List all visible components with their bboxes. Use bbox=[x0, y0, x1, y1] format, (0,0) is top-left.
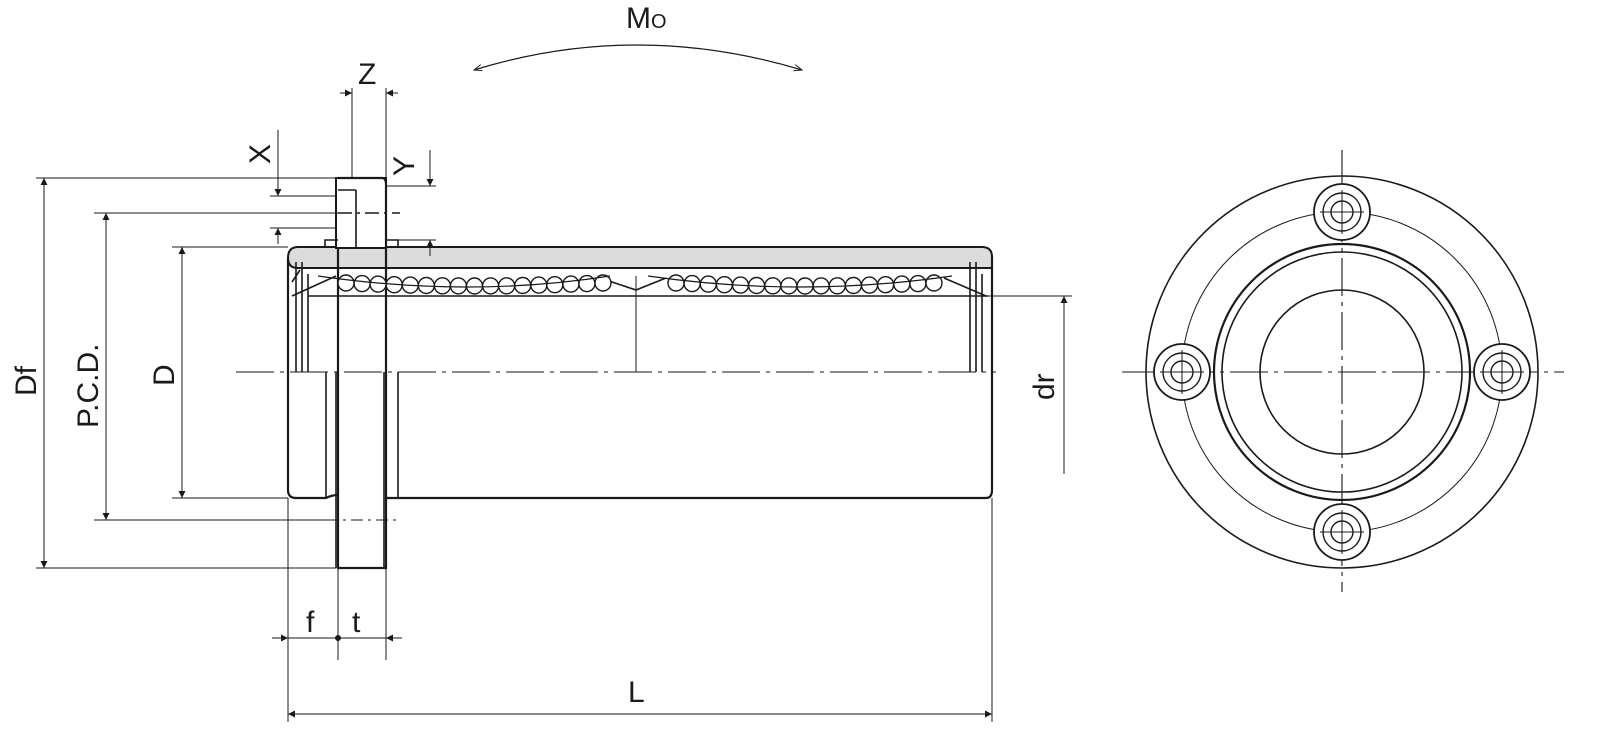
ball bbox=[764, 277, 782, 295]
side-view bbox=[236, 176, 996, 570]
dim-pcd-label: P.C.D. bbox=[72, 344, 105, 428]
ball bbox=[481, 277, 500, 295]
mounting-hole bbox=[1313, 183, 1371, 241]
dim-df-label: Df bbox=[10, 365, 43, 396]
dim-dr-label: dr bbox=[1028, 373, 1061, 400]
dim-l-label: L bbox=[628, 676, 645, 709]
moment-arrow bbox=[472, 44, 804, 72]
ball-track bbox=[317, 275, 953, 288]
ball bbox=[876, 276, 895, 294]
ball bbox=[667, 274, 685, 292]
ball bbox=[780, 277, 798, 295]
sleeve-section bbox=[286, 246, 993, 269]
moment-label: MO bbox=[626, 2, 667, 35]
ball bbox=[909, 274, 927, 293]
mounting-hole bbox=[1313, 503, 1371, 561]
ball bbox=[562, 275, 580, 293]
dim-f-label: f bbox=[306, 606, 315, 639]
ball bbox=[594, 274, 612, 292]
ball bbox=[683, 274, 701, 293]
ball bbox=[812, 277, 830, 295]
retainer-left bbox=[291, 262, 337, 372]
dim-y-label: Y bbox=[388, 156, 421, 176]
mounting-hole bbox=[1153, 343, 1211, 401]
ball-row bbox=[317, 274, 953, 295]
ball bbox=[796, 277, 814, 295]
ball bbox=[433, 277, 452, 295]
dim-d-label: D bbox=[148, 364, 181, 386]
dim-x-label: X bbox=[244, 144, 277, 164]
ball bbox=[893, 275, 911, 293]
ball bbox=[449, 277, 468, 295]
dim-z-label: Z bbox=[358, 58, 376, 91]
moment-indicator: MO bbox=[472, 2, 804, 72]
flange bbox=[324, 176, 400, 570]
ball bbox=[546, 276, 564, 294]
front-view bbox=[1122, 150, 1564, 592]
mounting-hole bbox=[1473, 343, 1531, 401]
ball bbox=[699, 275, 717, 293]
retainer-right bbox=[943, 262, 987, 372]
ball bbox=[465, 277, 484, 295]
dim-t-label: t bbox=[352, 606, 361, 639]
ball bbox=[337, 274, 355, 292]
dimension-lines: Z X Y Df P.C.D. D bbox=[10, 58, 1072, 722]
bushing-body bbox=[286, 257, 994, 500]
ball bbox=[353, 274, 371, 293]
